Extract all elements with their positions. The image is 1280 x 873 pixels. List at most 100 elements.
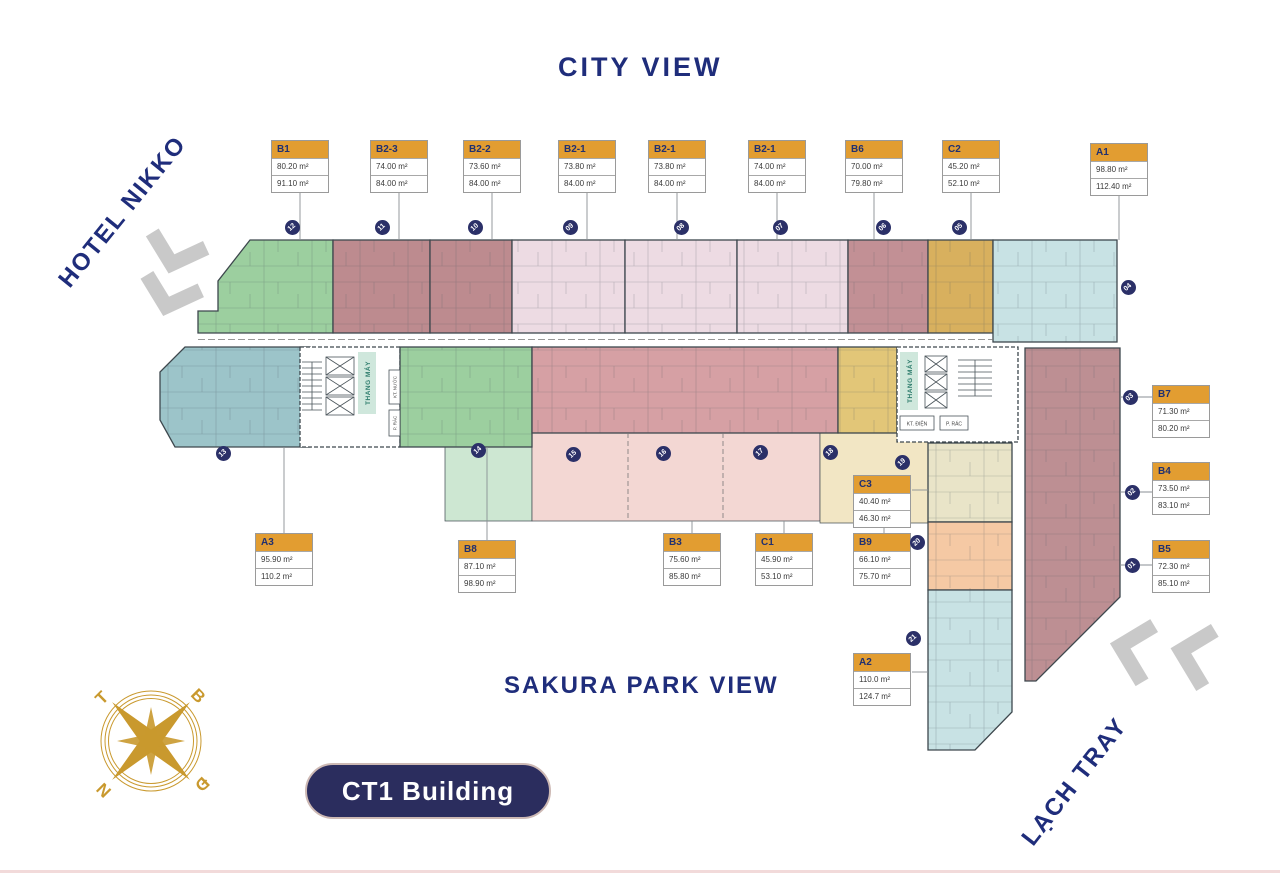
compass-rose: B Đ N T	[92, 685, 214, 801]
unit-area-gross: 98.90 m²	[459, 575, 515, 592]
unit-number-badge-03: 03	[1122, 389, 1138, 405]
unit-number-label: 15	[567, 448, 579, 460]
unit-number-badge-05: 05	[951, 219, 967, 235]
unit-number-badge-13: 13	[215, 445, 231, 461]
ext-green-region	[444, 432, 533, 522]
unit-b2-2-room-lines	[430, 240, 512, 333]
unit-a2-room-lines	[928, 590, 1012, 750]
unit-b2-3-room-lines	[333, 240, 430, 333]
page-bottom-strip	[0, 870, 1280, 873]
sakura-park-view-label: SAKURA PARK VIEW	[504, 672, 779, 699]
unit-number-label: 16	[657, 447, 669, 459]
entrance-chevrons-bottom-right	[1109, 619, 1219, 691]
unit-number-badge-12: 12	[284, 219, 300, 235]
unit-code-label: B5	[1153, 541, 1209, 558]
elevator-shafts-icon	[325, 356, 355, 416]
compass-south-label: N	[93, 779, 115, 801]
unit-area-net: 73.60 m²	[464, 158, 520, 175]
unit-area-net: 80.20 m²	[272, 158, 328, 175]
unit-mid-yellow-room-lines	[838, 347, 897, 433]
unit-number-label: 12	[286, 221, 298, 233]
unit-code-label: C3	[854, 476, 910, 493]
unit-number-badge-08: 08	[673, 219, 689, 235]
unit-area-net: 66.10 m²	[854, 551, 910, 568]
unit-area-net: 73.50 m²	[1153, 480, 1209, 497]
unit-area-gross: 84.00 m²	[749, 175, 805, 192]
building-name-button[interactable]: CT1 Building	[305, 763, 551, 819]
unit-area-net: 45.20 m²	[943, 158, 999, 175]
unit-number-badge-02: 02	[1124, 484, 1140, 500]
unit-code-label: B2-1	[559, 141, 615, 158]
unit-area-gross: 79.80 m²	[846, 175, 902, 192]
unit-area-net: 75.60 m²	[664, 551, 720, 568]
unit-number-badge-06: 06	[875, 219, 891, 235]
unit-area-gross: 84.00 m²	[559, 175, 615, 192]
unit-number-label: 06	[877, 221, 889, 233]
trash-room-label-1: P. RÁC	[392, 415, 398, 430]
unit-number-label: 03	[1124, 391, 1136, 403]
unit-number-label: 08	[675, 221, 687, 233]
unit-area-net: 45.90 m²	[756, 551, 812, 568]
unit-number-label: 17	[754, 446, 766, 458]
unit-area-gross: 85.80 m²	[664, 568, 720, 585]
unit-c2-room-lines	[928, 240, 993, 333]
unit-number-label: 21	[907, 632, 919, 644]
unit-area-gross: 53.10 m²	[756, 568, 812, 585]
compass-east-label: Đ	[191, 773, 213, 795]
compass-north-label: B	[187, 685, 209, 707]
unit-number-label: 19	[896, 456, 908, 468]
unit-number-badge-04: 04	[1120, 279, 1136, 295]
unit-area-gross: 83.10 m²	[1153, 497, 1209, 514]
unit-code-label: A1	[1091, 144, 1147, 161]
unit-area-gross: 124.7 m²	[854, 688, 910, 705]
entrance-chevrons-top-left	[140, 228, 210, 316]
stairs-icon	[302, 361, 322, 411]
unit-area-gross: 75.70 m²	[854, 568, 910, 585]
unit-number-badge-14: 14	[470, 442, 486, 458]
unit-area-net: 110.0 m²	[854, 671, 910, 688]
water-room-label: KT. NƯỚC	[392, 375, 398, 398]
unit-area-net: 71.30 m²	[1153, 403, 1209, 420]
unit-a3-room-lines	[160, 347, 310, 447]
unit-number-badge-15: 15	[565, 446, 581, 462]
elevator-label: THANG MÁY	[363, 361, 372, 405]
unit-c3-room-lines	[928, 443, 1012, 522]
building-name-label: CT1 Building	[341, 775, 515, 806]
unit-code-label: B2-1	[749, 141, 805, 158]
unit-area-net: 73.80 m²	[559, 158, 615, 175]
unit-area-net: 72.30 m²	[1153, 558, 1209, 575]
unit-b2-1c-room-lines	[737, 240, 848, 333]
unit-area-net: 95.90 m²	[256, 551, 312, 568]
unit-area-gross: 112.40 m²	[1091, 178, 1147, 195]
trash-room-label-2: P. RÁC	[946, 421, 962, 428]
unit-b9-room-lines	[928, 522, 1012, 590]
compass-star-short	[117, 707, 185, 775]
unit-number-badge-09: 09	[562, 219, 578, 235]
wing-rose-room-lines	[1025, 348, 1120, 681]
unit-code-label: B7	[1153, 386, 1209, 403]
unit-code-label: C1	[756, 534, 812, 551]
ext-pink-region	[531, 432, 821, 522]
unit-b2-1b-room-lines	[625, 240, 737, 333]
unit-number-label: 10	[469, 221, 481, 233]
elevator-label-box-2	[900, 352, 918, 410]
unit-mid-pink-room-lines	[532, 347, 838, 433]
unit-code-label: C2	[943, 141, 999, 158]
unit-area-net: 87.10 m²	[459, 558, 515, 575]
unit-number-label: 13	[217, 447, 229, 459]
unit-a1-room-lines	[993, 240, 1117, 342]
